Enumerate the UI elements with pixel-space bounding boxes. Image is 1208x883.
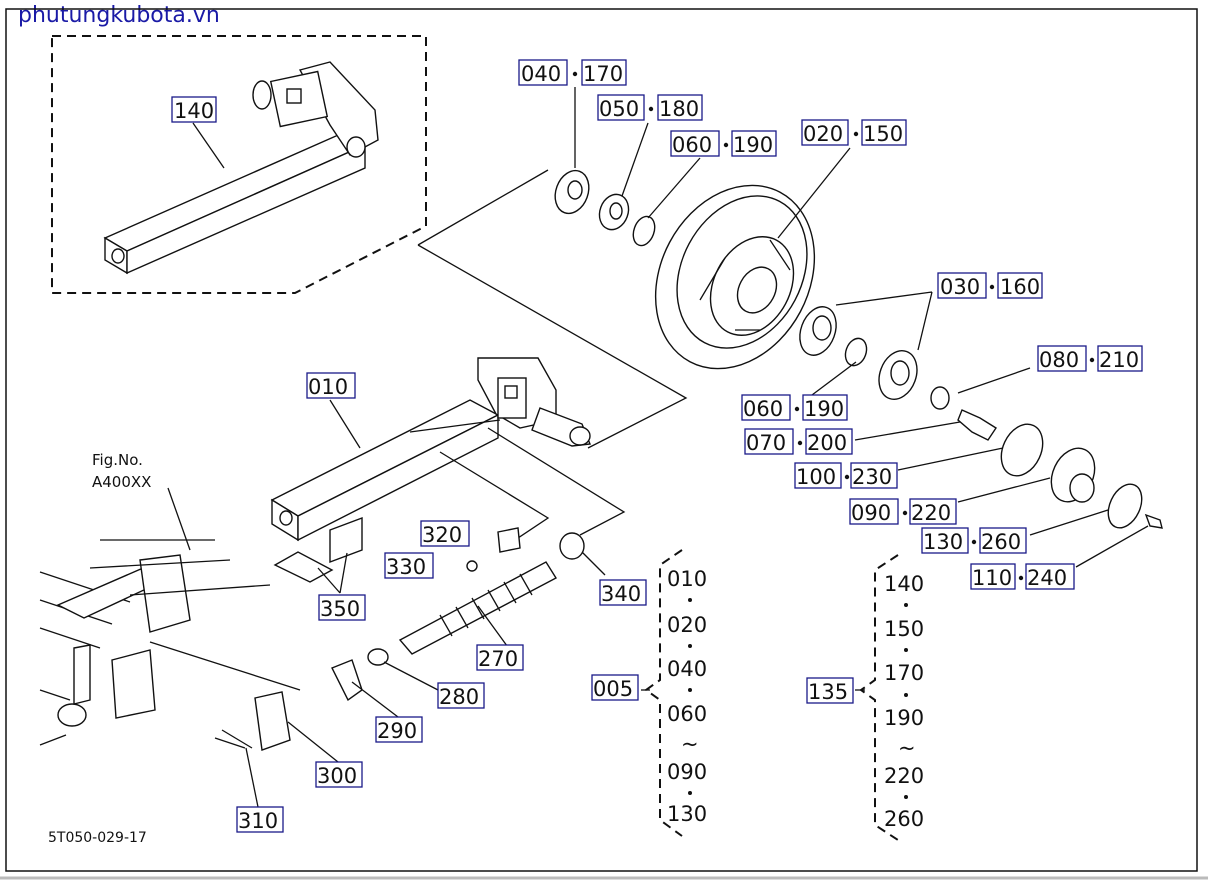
- tension-spring-drawing: [214, 527, 585, 751]
- svg-text:200: 200: [807, 431, 847, 455]
- svg-text:290: 290: [377, 719, 417, 743]
- assembly-005-parts: 010 020 040 060 ~ 090 130: [667, 567, 707, 826]
- asm005-part: 020: [667, 613, 707, 637]
- asm135-part: ~: [898, 736, 916, 760]
- svg-text:280: 280: [439, 685, 479, 709]
- callout-330[interactable]: 330: [384, 552, 434, 579]
- svg-text:220: 220: [911, 501, 951, 525]
- bracket-350-drawing: [273, 516, 363, 594]
- diagram-frame: [5, 8, 1198, 872]
- callout-140[interactable]: 140: [171, 96, 217, 123]
- callout-340[interactable]: 340: [599, 579, 647, 606]
- svg-text:320: 320: [422, 523, 462, 547]
- asm005-part: 060: [667, 702, 707, 726]
- callout-310[interactable]: 310: [236, 806, 284, 833]
- svg-text:060: 060: [672, 133, 712, 157]
- assembly-005-brace: [641, 549, 683, 837]
- callout-290[interactable]: 290: [375, 716, 423, 743]
- svg-text:230: 230: [852, 465, 892, 489]
- callout-040-170[interactable]: 040 170: [518, 59, 627, 86]
- svg-text:240: 240: [1027, 566, 1067, 590]
- svg-text:110: 110: [972, 566, 1012, 590]
- leader-lines: [167, 87, 1149, 808]
- callout-110-240[interactable]: 110 240: [970, 563, 1075, 590]
- callout-320[interactable]: 320: [420, 520, 470, 547]
- svg-text:020: 020: [803, 122, 843, 146]
- callout-090-220[interactable]: 090 220: [849, 498, 957, 525]
- svg-text:005: 005: [593, 677, 633, 701]
- svg-text:140: 140: [174, 99, 214, 123]
- frame-010-drawing: [270, 169, 688, 551]
- callout-270[interactable]: 270: [476, 644, 524, 671]
- callout-100-230[interactable]: 100 230: [794, 462, 898, 489]
- svg-text:270: 270: [478, 647, 518, 671]
- svg-text:150: 150: [863, 122, 903, 146]
- svg-text:160: 160: [1000, 275, 1040, 299]
- assembly-135-parts: 140 150 170 190 ~ 220 260: [884, 572, 924, 831]
- svg-text:310: 310: [238, 809, 278, 833]
- assembly-005-label[interactable]: 005: [591, 674, 639, 701]
- callout-300[interactable]: 300: [315, 761, 363, 788]
- svg-text:080: 080: [1039, 348, 1079, 372]
- asm005-part: 090: [667, 760, 707, 784]
- callout-080-210[interactable]: 080 210: [1037, 345, 1143, 372]
- idler-wheel-drawing: [654, 184, 816, 370]
- inset-dashed-box: [51, 35, 427, 294]
- drawing-number: 5T050-029-17: [48, 830, 147, 846]
- svg-text:190: 190: [804, 397, 844, 421]
- callout-020-150[interactable]: 020 150: [801, 119, 907, 146]
- svg-text:060: 060: [743, 397, 783, 421]
- svg-text:130: 130: [923, 530, 963, 554]
- svg-text:210: 210: [1099, 348, 1139, 372]
- callout-130-260[interactable]: 130 260: [921, 527, 1027, 554]
- svg-text:070: 070: [746, 431, 786, 455]
- seal-bearing-group: [554, 169, 1163, 529]
- svg-text:260: 260: [981, 530, 1021, 554]
- assembly-135-label[interactable]: 135: [806, 677, 854, 704]
- callout-070-200[interactable]: 070 200: [744, 428, 853, 455]
- svg-text:350: 350: [320, 597, 360, 621]
- svg-text:300: 300: [317, 764, 357, 788]
- fig-ref-value: A400XX: [92, 473, 151, 491]
- callout-350[interactable]: 350: [318, 594, 366, 621]
- asm135-part: 190: [884, 706, 924, 730]
- svg-text:135: 135: [808, 680, 848, 704]
- callout-060-190-top[interactable]: 060 190: [670, 130, 777, 157]
- svg-text:340: 340: [601, 582, 641, 606]
- adjacent-frame-drawing: [39, 539, 301, 746]
- svg-text:170: 170: [583, 62, 623, 86]
- asm005-part: 130: [667, 802, 707, 826]
- asm135-part: 170: [884, 661, 924, 685]
- asm135-part: 140: [884, 572, 924, 596]
- svg-text:040: 040: [521, 62, 561, 86]
- svg-text:010: 010: [308, 375, 348, 399]
- svg-text:190: 190: [733, 133, 773, 157]
- assembly-135-brace: [855, 554, 899, 841]
- fig-ref-label: Fig.No.: [92, 451, 143, 469]
- svg-text:100: 100: [796, 465, 836, 489]
- svg-text:050: 050: [599, 97, 639, 121]
- callout-060-190-mid[interactable]: 060 190: [741, 394, 848, 421]
- svg-text:180: 180: [659, 97, 699, 121]
- asm135-part: 220: [884, 764, 924, 788]
- asm135-part: 260: [884, 807, 924, 831]
- asm135-part: 150: [884, 617, 924, 641]
- asm005-part: 040: [667, 657, 707, 681]
- site-title[interactable]: phutungkubota.vn: [18, 3, 220, 28]
- callout-030-160[interactable]: 030 160: [937, 272, 1043, 299]
- svg-text:030: 030: [940, 275, 980, 299]
- frame-140-drawing: [103, 61, 379, 275]
- svg-text:090: 090: [851, 501, 891, 525]
- asm005-part: 010: [667, 567, 707, 591]
- asm005-part: ~: [681, 732, 699, 756]
- callout-280[interactable]: 280: [437, 682, 485, 709]
- svg-text:330: 330: [386, 555, 426, 579]
- callout-050-180[interactable]: 050 180: [597, 94, 703, 121]
- callout-010[interactable]: 010: [306, 372, 356, 399]
